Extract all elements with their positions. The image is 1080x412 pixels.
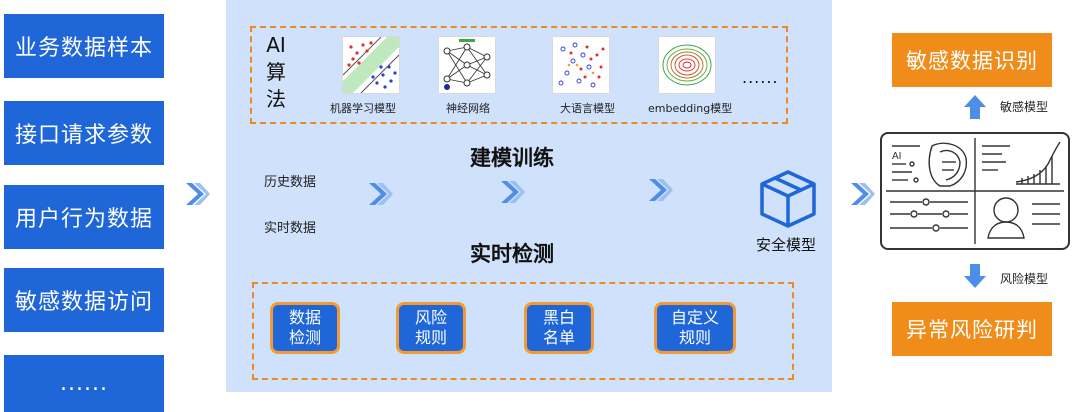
arrow-down-icon [964, 264, 986, 288]
risk-model-label: 风险模型 [1000, 272, 1049, 286]
ai-dashboard-icon: AI [886, 138, 1064, 244]
ml-scatter-icon [342, 36, 400, 94]
sensitive-data-identification: 敏感数据识别 [892, 33, 1052, 87]
ai-algorithms-box [250, 26, 788, 124]
llm-caption: 大语言模型 [560, 102, 615, 115]
arrow-right-icon [186, 183, 210, 205]
embedding-contour-icon [662, 44, 712, 86]
rule-black-white-list: 黑白名单 [524, 302, 594, 354]
ml-model-caption: 机器学习模型 [330, 102, 396, 115]
rule-data-detection: 数据检测 [270, 302, 340, 354]
ml-model-thumbnail [342, 36, 400, 94]
neural-network-caption: 神经网络 [446, 102, 490, 115]
input-user-behavior: 用户行为数据 [4, 185, 164, 249]
arrow-right-icon [649, 179, 673, 201]
central-panel: AI 算 法 机器学习模型 [226, 0, 832, 392]
embedding-thumbnail [658, 36, 716, 94]
models-more: ...... [742, 68, 779, 87]
input-business-data: 业务数据样本 [4, 14, 164, 78]
embedding-caption: embedding模型 [648, 102, 733, 115]
monitor-ai-text: AI [892, 151, 901, 162]
detection-rules-box [252, 282, 794, 380]
neural-network-icon [443, 39, 491, 90]
security-model-label: 安全模型 [756, 236, 817, 254]
neural-network-thumbnail [438, 36, 496, 94]
input-sensitive-access: 敏感数据访问 [4, 268, 164, 332]
rule-custom-rules: 自定义规则 [654, 302, 736, 354]
arrow-right-icon [851, 183, 875, 205]
arrow-right-icon [369, 183, 393, 205]
sensitive-model-label: 敏感模型 [1000, 100, 1049, 114]
llm-scatter-icon [558, 42, 605, 88]
llm-thumbnail [552, 36, 610, 94]
monitor-illustration: AI [880, 132, 1070, 250]
input-more: ...... [4, 355, 164, 412]
realtime-data-label: 实时数据 [264, 221, 317, 236]
training-title: 建模训练 [470, 146, 554, 170]
security-model-cube-icon [760, 170, 816, 228]
detection-title: 实时检测 [470, 242, 554, 266]
input-api-params: 接口请求参数 [4, 101, 164, 165]
arrow-up-icon [964, 95, 986, 119]
abnormal-risk-judgment: 异常风险研判 [892, 302, 1052, 356]
ai-algorithm-label: AI 算 法 [266, 33, 286, 111]
history-data-label: 历史数据 [264, 175, 317, 190]
arrow-right-icon [501, 181, 525, 203]
rule-risk-rules: 风险规则 [396, 302, 466, 354]
